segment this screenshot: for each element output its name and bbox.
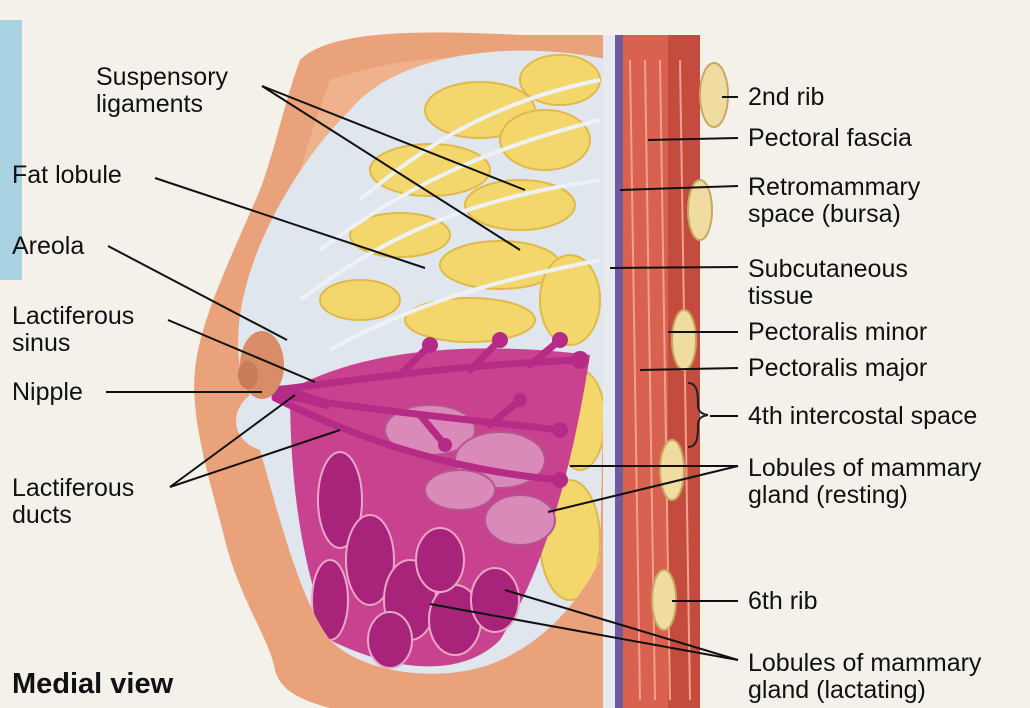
label-retromammary-space: Retromammary space (bursa) (748, 174, 920, 228)
label-suspensory-ligaments: Suspensory ligaments (96, 64, 228, 118)
label-pectoralis-minor: Pectoralis minor (748, 319, 927, 346)
label-pectoral-fascia: Pectoral fascia (748, 125, 912, 152)
label-4th-intercostal-space: 4th intercostal space (748, 403, 977, 430)
pectoral-fascia-layer (615, 35, 623, 708)
label-nipple: Nipple (12, 379, 83, 406)
label-lobules-lactating: Lobules of mammary gland (lactating) (748, 650, 981, 704)
retromammary-layer (603, 35, 615, 708)
label-lactiferous-ducts: Lactiferous ducts (12, 475, 134, 529)
label-fat-lobule: Fat lobule (12, 162, 122, 189)
label-areola: Areola (12, 233, 84, 260)
label-lactiferous-sinus: Lactiferous sinus (12, 303, 134, 357)
label-6th-rib: 6th rib (748, 588, 817, 615)
label-subcutaneous-tissue: Subcutaneous tissue (748, 256, 908, 310)
label-2nd-rib: 2nd rib (748, 84, 824, 111)
label-lobules-resting: Lobules of mammary gland (resting) (748, 455, 981, 509)
rib-2nd (700, 63, 728, 127)
label-medial-view: Medial view (12, 668, 173, 700)
label-pectoralis-major: Pectoralis major (748, 355, 927, 382)
nipple-shape (238, 361, 258, 389)
